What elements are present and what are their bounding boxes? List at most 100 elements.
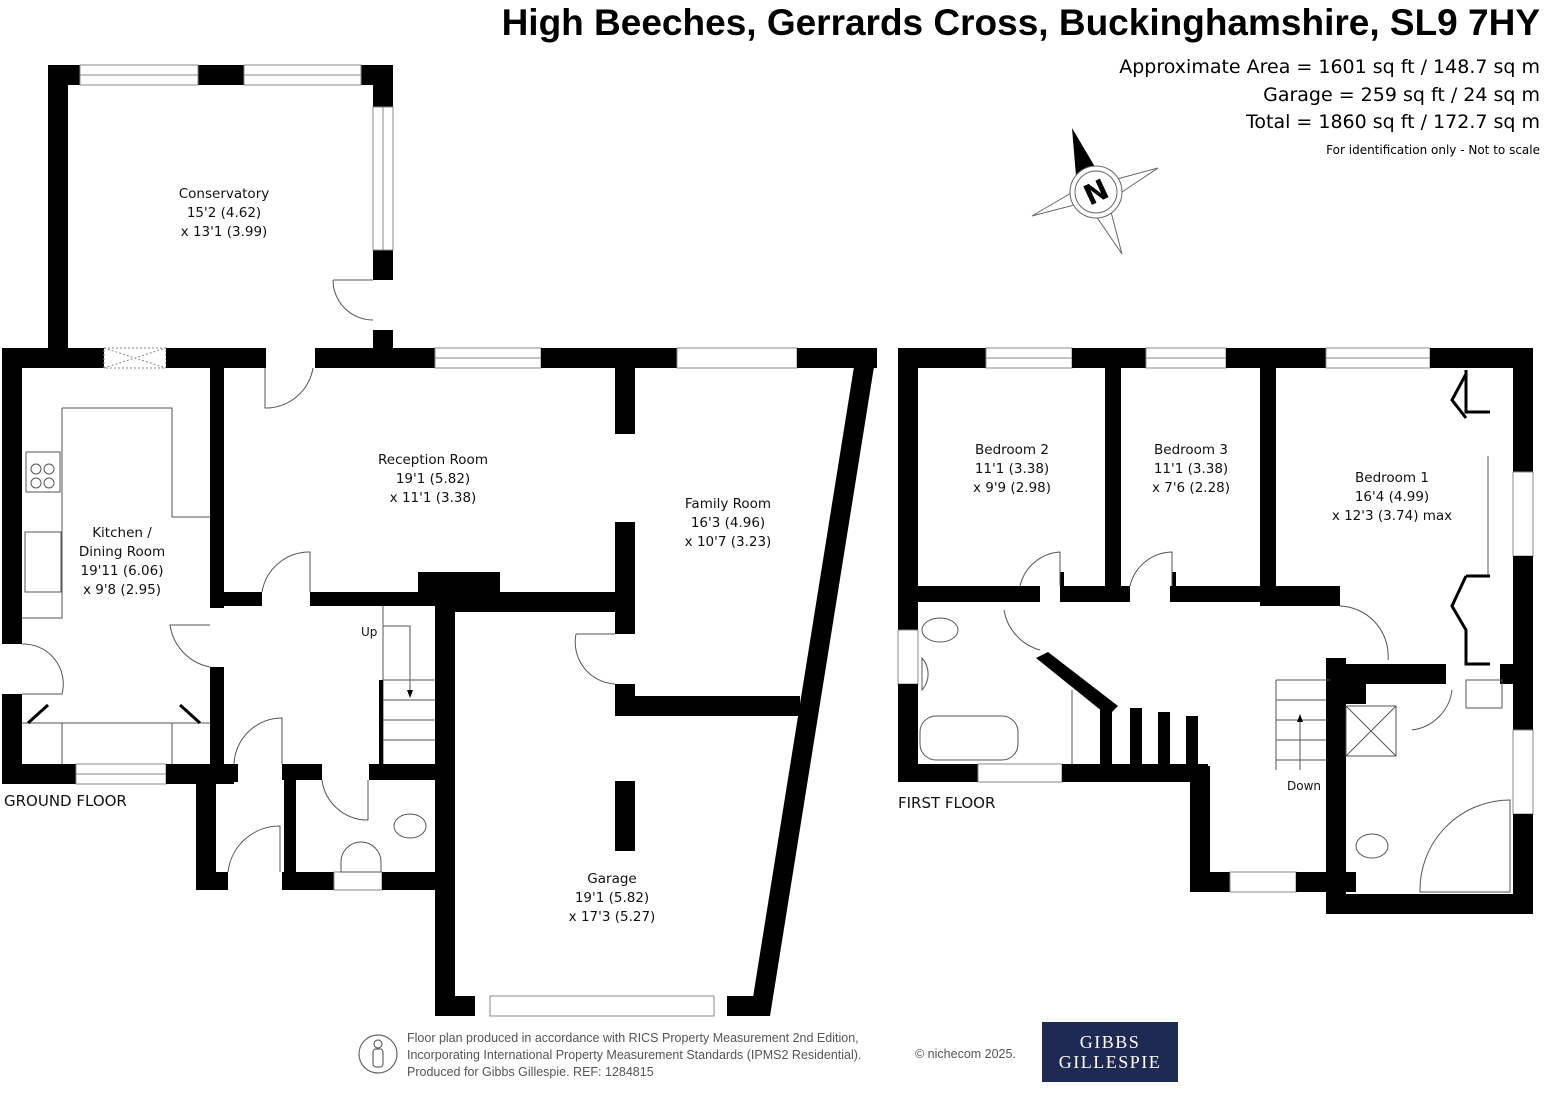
- door-swing: [261, 551, 311, 593]
- ground-floor-plan: Conservatory 15'2 (4.62) x 13'1 (3.99) R…: [2, 64, 877, 1017]
- copyright-text: © nichecom 2025.: [915, 1047, 1016, 1061]
- wall: [166, 348, 266, 368]
- floor-label: GROUND FLOOR: [4, 792, 127, 810]
- room-name: Bedroom 2: [975, 442, 1049, 458]
- room-name: Bedroom 3: [1154, 442, 1228, 458]
- approximate-area: Approximate Area = 1601 sq ft / 148.7 sq…: [1119, 56, 1540, 78]
- room-dimension: x 17'3 (5.27): [569, 909, 656, 925]
- property-title: High Beeches, Gerrards Cross, Buckingham…: [501, 2, 1540, 43]
- door-swing: [1003, 609, 1041, 651]
- door-swing: [321, 779, 369, 821]
- room-dimension: x 11'1 (3.38): [390, 490, 477, 506]
- wall: [435, 996, 475, 1016]
- footer-line: Floor plan produced in accordance with R…: [407, 1031, 859, 1045]
- room-name: Bedroom 1: [1355, 470, 1429, 486]
- door-swing: [574, 633, 616, 685]
- room-name: Conservatory: [179, 186, 270, 202]
- stairs: [382, 606, 435, 764]
- door-swing: [227, 825, 281, 873]
- wall: [210, 667, 224, 764]
- toilet-icon: [1355, 833, 1389, 859]
- room-dimension: 16'3 (4.96): [691, 515, 765, 531]
- room-dimension: x 9'8 (2.95): [83, 582, 161, 598]
- north-compass-icon: N: [1031, 128, 1159, 255]
- room-dimension: 19'1 (5.82): [575, 890, 649, 906]
- wall: [224, 592, 262, 606]
- room-dimension: x 7'6 (2.28): [1152, 480, 1230, 496]
- room-name: Reception Room: [378, 452, 488, 468]
- first-floor-plan: Bedroom 2 11'1 (3.38) x 9'9 (2.98) Bedro…: [897, 347, 1534, 914]
- wall: [315, 348, 435, 368]
- wall: [310, 592, 435, 606]
- person-icon: [358, 1034, 398, 1074]
- room-dimension: 19'11 (6.06): [81, 563, 164, 579]
- scale-disclaimer: For identification only - Not to scale: [1326, 143, 1540, 157]
- room-name: Family Room: [685, 496, 771, 512]
- footer-line: Produced for Gibbs Gillespie. REF: 12848…: [407, 1065, 654, 1079]
- toilet-icon: [921, 617, 959, 643]
- room-dimension: 11'1 (3.38): [975, 461, 1049, 477]
- room-dimension: 16'4 (4.99): [1355, 489, 1429, 505]
- door-swing: [233, 717, 283, 765]
- door-swing: [1339, 605, 1389, 661]
- stairs: [1275, 679, 1330, 770]
- wall: [541, 348, 677, 368]
- corner-bath-icon: [1419, 799, 1511, 893]
- wall: [2, 764, 76, 784]
- shower-icon: [1345, 705, 1397, 757]
- basin-icon: [1465, 679, 1503, 709]
- room-dimension: 15'2 (4.62): [187, 205, 261, 221]
- wall: [48, 65, 68, 350]
- room-dimension: x 9'9 (2.98): [973, 480, 1051, 496]
- wall: [750, 348, 877, 1016]
- footer-line: Incorporating International Property Mea…: [407, 1048, 862, 1062]
- stairs-up-label: Up: [361, 625, 377, 639]
- wall: [373, 65, 393, 107]
- logo-line: GIBBS: [1079, 1032, 1141, 1052]
- wall: [48, 65, 80, 85]
- garage-door: [489, 995, 715, 1017]
- wall: [615, 368, 635, 434]
- wall: [2, 348, 22, 644]
- door-swing: [21, 643, 64, 695]
- footer-text: Floor plan produced in accordance with R…: [407, 1030, 861, 1081]
- toilet-icon: [393, 813, 427, 839]
- hob-icon: [25, 451, 61, 493]
- room-dimension: x 13'1 (3.99): [181, 224, 268, 240]
- sink-icon: [24, 531, 62, 593]
- room-dimension: 11'1 (3.38): [1154, 461, 1228, 477]
- wall: [2, 694, 22, 784]
- wall: [373, 250, 393, 280]
- room-dimension: x 10'7 (3.23): [685, 534, 772, 550]
- bath-icon: [919, 715, 1019, 761]
- door-swing: [264, 367, 314, 409]
- basin-icon: [921, 656, 929, 692]
- room-dimension: 19'1 (5.82): [396, 471, 470, 487]
- wall: [435, 592, 615, 612]
- door-swing: [332, 279, 374, 321]
- sliding-door: [676, 347, 798, 369]
- room-name: Kitchen /: [92, 525, 152, 541]
- room-name: Dining Room: [79, 544, 165, 560]
- wall: [210, 368, 224, 608]
- wall: [615, 522, 635, 634]
- room-name: Garage: [587, 871, 636, 887]
- brand-logo: GIBBS GILLESPIE: [1042, 1022, 1178, 1082]
- wall: [435, 606, 455, 1016]
- door-swing: [169, 624, 211, 668]
- basin-icon: [340, 841, 382, 873]
- wall: [198, 65, 244, 85]
- wall: [2, 348, 104, 368]
- pillar: [615, 781, 635, 851]
- stairs-down-label: Down: [1287, 779, 1321, 793]
- garage-area: Garage = 259 sq ft / 24 sq m: [1263, 84, 1540, 106]
- wall: [166, 764, 234, 784]
- logo-line: GILLESPIE: [1058, 1052, 1162, 1072]
- door-swing: [1129, 551, 1173, 587]
- door-swing: [1019, 551, 1061, 587]
- wall: [615, 696, 800, 716]
- room-dimension: x 12'3 (3.74) max: [1332, 508, 1452, 524]
- wall: [727, 996, 767, 1016]
- door-swing: [1411, 689, 1453, 731]
